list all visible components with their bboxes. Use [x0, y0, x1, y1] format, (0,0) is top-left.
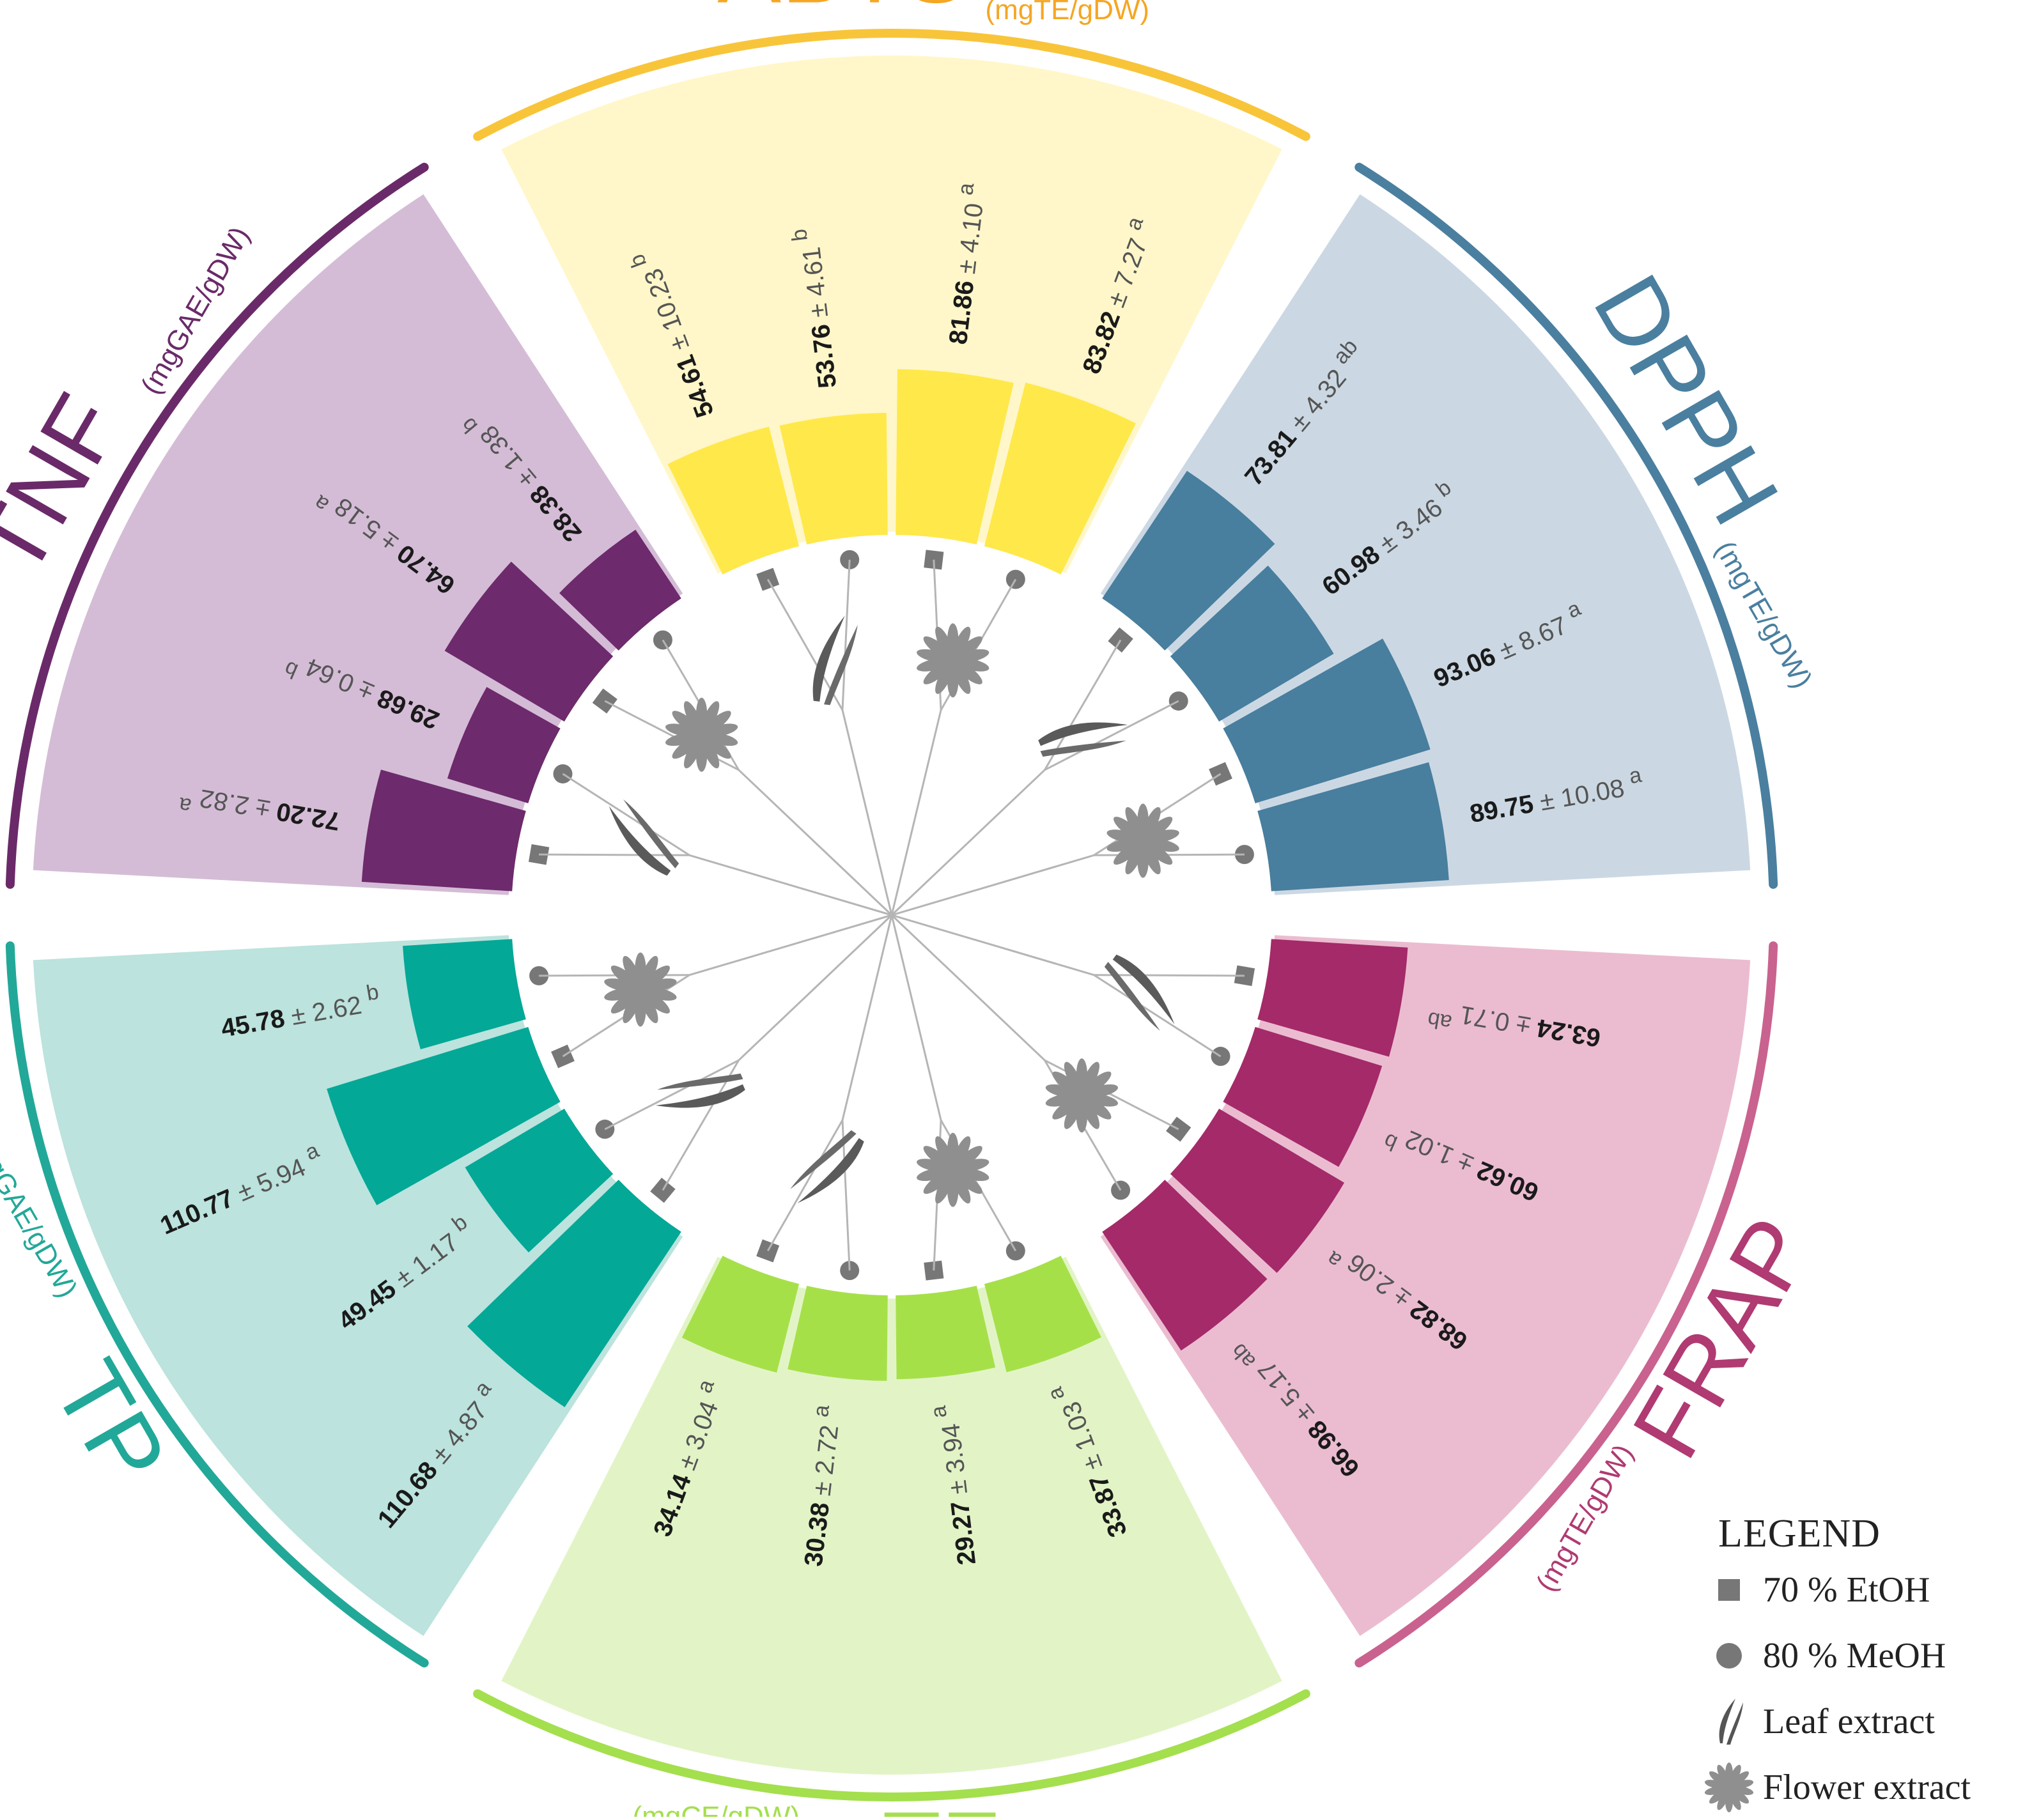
flower-icon-tnf — [665, 697, 738, 772]
tree-branch — [1093, 974, 1222, 1058]
dendrogram — [528, 550, 1255, 1281]
bar-dpph-4 — [1257, 762, 1449, 891]
bar-tnf-2 — [447, 686, 561, 804]
bar-tp-4 — [403, 939, 526, 1049]
legend-item-flower: Flower extract — [1700, 1754, 2033, 1820]
legend: LEGEND 70 % EtOH 80 % MeOH Leaf extract … — [1700, 1511, 2033, 1820]
tree-trunk — [890, 769, 1046, 916]
flower-icon-dpph — [1106, 803, 1179, 878]
legend-item-etoh: 70 % EtOH — [1700, 1557, 2033, 1623]
bar-tf-4 — [681, 1255, 800, 1373]
bar-tp-3 — [327, 1026, 561, 1205]
sector-arc-abts — [473, 29, 1310, 141]
bar-dpph-1 — [1102, 470, 1275, 651]
sector-bg-tf — [501, 1256, 1282, 1775]
flower-icon-frap — [1045, 1058, 1119, 1133]
bar-tf-3 — [788, 1285, 888, 1381]
leaf-icon — [1700, 1693, 1758, 1750]
leaf-icon-tnf — [609, 799, 679, 876]
legend-item-leaf: Leaf extract — [1700, 1688, 2033, 1754]
legend-item-meoh: 80 % MeOH — [1700, 1623, 2033, 1688]
leaf-icon-dpph — [1038, 722, 1128, 757]
sector-arc-tp — [5, 941, 429, 1668]
bar-tnf-1 — [361, 769, 526, 891]
bar-abts-3 — [896, 369, 1014, 545]
sector-arc-tf — [473, 1689, 1310, 1802]
tree-trunk — [689, 854, 892, 916]
tree-trunk — [841, 914, 893, 1121]
sector-title-abts: ABTS — [717, 0, 968, 23]
tree-branch — [841, 559, 851, 711]
tree-trunk — [891, 854, 1094, 916]
sector-title-tf: TF — [882, 1792, 999, 1817]
leaf-icon-frap — [1104, 954, 1175, 1031]
tree-trunk — [890, 709, 942, 916]
tree-trunk — [890, 914, 1046, 1061]
tree-trunk — [891, 914, 1094, 976]
flower-icon-tf — [917, 1132, 989, 1207]
tree-branch — [1094, 853, 1245, 856]
bar-tf-2 — [896, 1285, 996, 1380]
tree-branch — [766, 1120, 844, 1252]
bar-tf-1 — [984, 1255, 1101, 1373]
flower-icon — [1700, 1759, 1758, 1816]
leaf-icon-abts — [812, 615, 858, 706]
tree-trunk — [890, 914, 942, 1121]
legend-title: LEGEND — [1718, 1512, 1881, 1555]
value-label-tf-3: 30.38 ± 2.72 a — [791, 1403, 846, 1568]
bar-tp-1 — [467, 1180, 681, 1408]
legend-label-leaf: Leaf extract — [1763, 1701, 1935, 1741]
flower-icon-tp — [604, 952, 677, 1027]
sector-arc-frap — [1354, 941, 1778, 1668]
leaf-icon-tf — [790, 1130, 864, 1203]
legend-label-flower: Flower extract — [1763, 1767, 1971, 1807]
tree-trunk — [841, 709, 893, 916]
flower-icon-abts — [917, 623, 989, 698]
tree-trunk — [738, 769, 893, 916]
bar-abts-1 — [667, 426, 800, 575]
tree-trunk — [689, 914, 892, 976]
tree-branch — [562, 773, 690, 856]
bar-tnf-4 — [559, 529, 681, 651]
legend-label-meoh: 80 % MeOH — [1763, 1635, 1946, 1676]
tree-branch — [604, 1059, 740, 1130]
sector-arc-tnf — [5, 162, 429, 889]
tree-branch — [1044, 700, 1179, 771]
bar-tp-2 — [465, 1108, 614, 1253]
circle-marker-icon — [1700, 1627, 1758, 1685]
bar-abts-4 — [984, 382, 1136, 575]
bar-abts-2 — [779, 413, 888, 545]
legend-label-etoh: 70 % EtOH — [1763, 1569, 1930, 1610]
bar-dpph-3 — [1223, 638, 1431, 804]
leaf-icon-tp — [655, 1073, 745, 1108]
bar-frap-1 — [1257, 939, 1408, 1057]
bar-tnf-3 — [444, 561, 614, 722]
bar-dpph-2 — [1170, 566, 1334, 722]
tree-trunk — [738, 914, 893, 1061]
tree-branch — [539, 974, 690, 977]
sector-arc-dpph — [1354, 162, 1778, 889]
square-marker-icon — [1700, 1561, 1758, 1619]
bar-frap-4 — [1102, 1180, 1268, 1351]
sector-unit-tf: (mgCE/gDW) — [632, 1801, 800, 1817]
bars — [327, 369, 1449, 1408]
bar-frap-3 — [1170, 1108, 1345, 1273]
bar-frap-2 — [1223, 1026, 1383, 1167]
sector-unit-abts: (mgTE/gDW) — [985, 0, 1149, 26]
